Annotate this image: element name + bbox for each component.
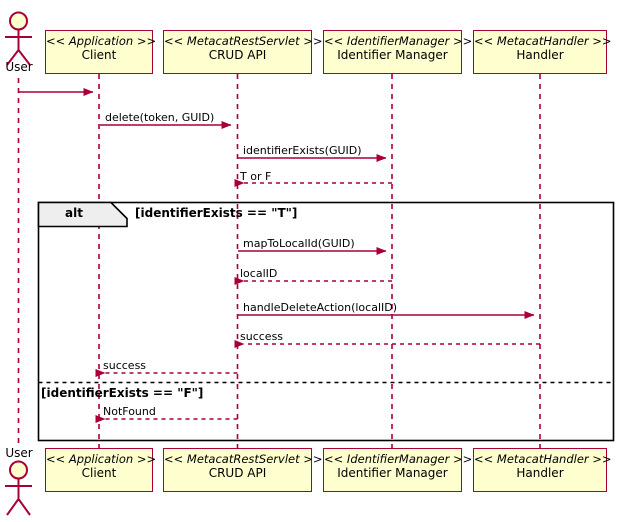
participant-stereotype: << IdentifierManager >> — [324, 34, 473, 48]
participant-stereotype: << MetacatRestServlet >> — [164, 452, 323, 466]
participant-name: Client — [81, 466, 117, 481]
participant-box-crud-api-bottom[interactable]: << MetacatRestServlet >> CRUD API — [163, 448, 323, 492]
participant-box-handler-bottom[interactable]: << MetacatHandler >> Handler — [473, 448, 612, 492]
participant-box-client-top[interactable]: << Application >> Client — [45, 30, 157, 74]
fragment-operator-alt: alt — [65, 206, 83, 220]
participant-stereotype: << Application >> — [46, 452, 157, 466]
message-label-map-to-local-id: mapToLocalId(GUID) — [243, 237, 355, 250]
message-label-delete: delete(token, GUID) — [105, 111, 215, 124]
actor-label-user-bottom: User — [5, 446, 33, 460]
participant-stereotype: << MetacatHandler >> — [474, 34, 612, 48]
alt-fragment-frame — [37, 201, 615, 442]
participant-name: Client — [81, 48, 117, 63]
participant-name: Handler — [516, 466, 564, 481]
actor-user-top-figure — [5, 11, 32, 66]
participant-stereotype: << MetacatRestServlet >> — [164, 34, 323, 48]
participant-box-crud-api-top[interactable]: << MetacatRestServlet >> CRUD API — [163, 30, 323, 74]
actor-label-user-top: User — [5, 60, 33, 74]
message-label-handle-delete-action: handleDeleteAction(localID) — [243, 301, 398, 314]
participant-name: Identifier Manager — [337, 466, 448, 481]
message-label-success-client: success — [103, 359, 147, 372]
message-label-local-id: localID — [240, 267, 278, 280]
participant-stereotype: << IdentifierManager >> — [324, 452, 473, 466]
message-label-success-handler: success — [240, 330, 284, 343]
participant-name: Handler — [516, 48, 564, 63]
fragment-guard-true: [identifierExists == "T"] — [135, 206, 298, 220]
participant-box-identifier-manager-top[interactable]: << IdentifierManager >> Identifier Manag… — [323, 30, 473, 74]
participant-box-client-bottom[interactable]: << Application >> Client — [45, 448, 157, 492]
participant-name: CRUD API — [208, 48, 267, 63]
participant-name: CRUD API — [208, 466, 267, 481]
participant-stereotype: << MetacatHandler >> — [474, 452, 612, 466]
message-arrows — [19, 88, 540, 423]
message-label-t-or-f: T or F — [240, 170, 272, 183]
message-label-identifier-exists: identifierExists(GUID) — [243, 144, 362, 157]
actor-user-bottom-figure — [5, 460, 32, 516]
participant-box-identifier-manager-bottom[interactable]: << IdentifierManager >> Identifier Manag… — [323, 448, 473, 492]
lifelines — [17, 74, 541, 448]
participant-box-handler-top[interactable]: << MetacatHandler >> Handler — [473, 30, 612, 74]
message-label-not-found: NotFound — [103, 405, 156, 418]
participant-stereotype: << Application >> — [46, 34, 157, 48]
fragment-guard-false: [identifierExists == "F"] — [41, 386, 204, 400]
participant-name: Identifier Manager — [337, 48, 448, 63]
